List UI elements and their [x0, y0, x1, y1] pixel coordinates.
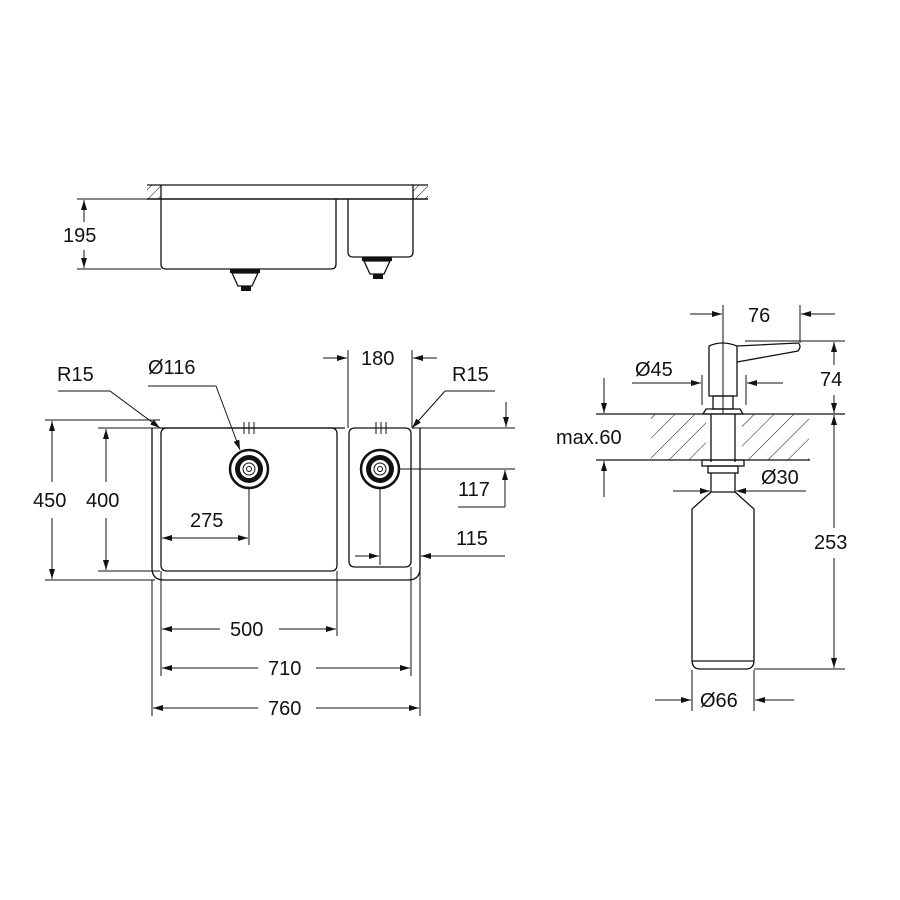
inner-width-label: 710 [268, 658, 302, 680]
main-drain-icon [228, 448, 270, 490]
head-diameter-label: Ø45 [635, 359, 673, 381]
drain-diameter-label: Ø116 [148, 357, 196, 379]
small-bowl-width-label: 180 [361, 348, 395, 370]
shank-diameter-label: Ø30 [761, 467, 799, 489]
side-depth-label: 195 [63, 225, 97, 247]
head-height-label: 74 [820, 369, 843, 391]
main-bowl-width-label: 500 [230, 619, 264, 641]
small-drain-offset-x-label: 115 [456, 528, 488, 550]
drain-offset-x-label: 275 [190, 510, 224, 532]
side-view [77, 184, 428, 291]
spout-reach-label: 76 [748, 305, 771, 327]
outer-width-label: 760 [268, 698, 302, 720]
top-view-dimensions [45, 350, 515, 716]
soap-dispenser [596, 305, 845, 670]
inner-depth-label: 400 [86, 490, 120, 512]
small-drain-icon [359, 448, 401, 490]
dispenser-dimensions [601, 305, 845, 711]
small-drain-offset-y-label: 117 [458, 479, 490, 501]
bottle-diameter-label: Ø66 [700, 690, 738, 712]
bottle-height-label: 253 [814, 532, 848, 554]
radius-right-label: R15 [452, 364, 489, 386]
max-counter-thickness-label: max.60 [556, 427, 622, 449]
top-view [151, 422, 421, 581]
radius-left-label: R15 [57, 364, 94, 386]
outer-depth-label: 450 [33, 490, 67, 512]
